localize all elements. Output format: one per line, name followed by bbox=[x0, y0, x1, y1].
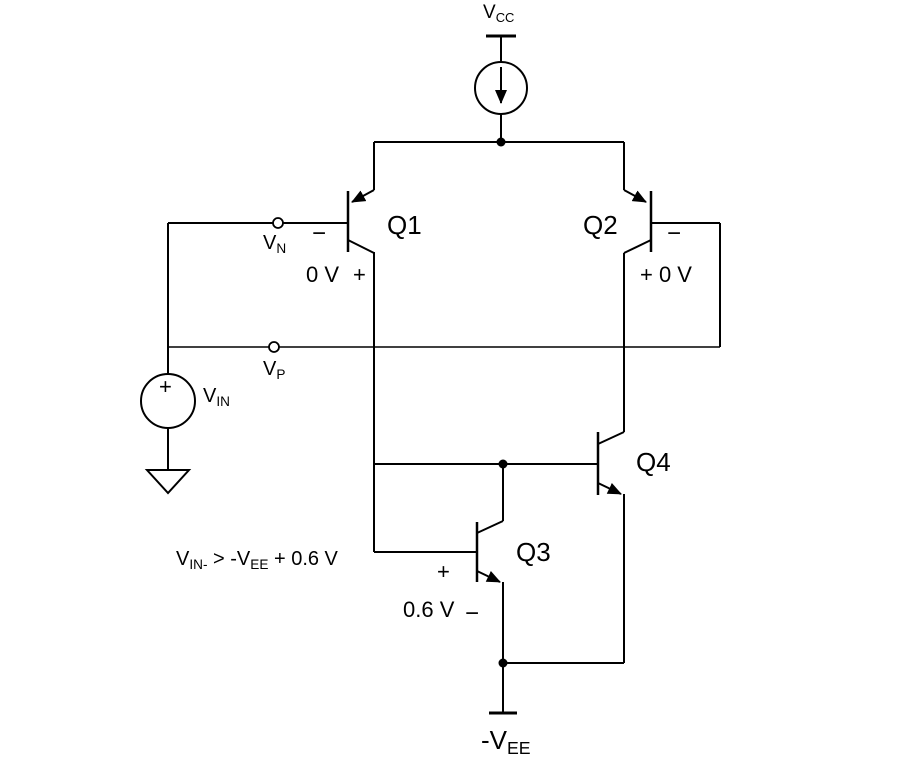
q3-emitter-arrow bbox=[476, 570, 501, 583]
label-vn: VN bbox=[263, 232, 287, 256]
q1-emitter-arrow bbox=[351, 189, 375, 203]
terminal-vp bbox=[268, 341, 280, 353]
label-q2: Q2 bbox=[583, 210, 618, 240]
label-condition-p3: + 0.6 V bbox=[268, 548, 338, 570]
label-condition: VIN- > -VEE + 0.6 V bbox=[176, 548, 338, 572]
label-q1-minus: − bbox=[312, 220, 327, 247]
q4-emitter-arrow bbox=[597, 482, 622, 495]
label-vn-main: V bbox=[263, 232, 277, 254]
label-vin-sub: IN bbox=[216, 393, 230, 409]
label-q2-minus: − bbox=[667, 220, 682, 247]
label-q3-plus: + bbox=[437, 559, 450, 584]
label-condition-s1: IN- bbox=[189, 556, 208, 572]
q2-collector-diagonal bbox=[623, 239, 652, 254]
label-vp-sub: P bbox=[276, 366, 286, 382]
label-vn-sub: N bbox=[276, 240, 287, 256]
label-vcc-sub: CC bbox=[495, 9, 515, 25]
label-vcc-main: V bbox=[483, 2, 496, 23]
label-q1-voltage: 0 V bbox=[306, 262, 340, 287]
label-vin: VIN bbox=[203, 385, 230, 409]
label-vcc: VCC bbox=[483, 2, 515, 25]
q3-collector-diagonal bbox=[476, 520, 504, 534]
label-q4: Q4 bbox=[636, 447, 671, 477]
ground-icon bbox=[144, 469, 192, 495]
junction-dot-top-rail bbox=[496, 137, 506, 147]
label-q2-voltage: + 0 V bbox=[640, 262, 692, 287]
label-vin-source-plus: + bbox=[159, 374, 172, 399]
label-vee: -VEE bbox=[481, 725, 531, 757]
label-q1-plus: + bbox=[353, 262, 366, 287]
terminal-vn bbox=[272, 217, 284, 229]
junction-dot-bottom-rail bbox=[498, 658, 508, 668]
q2-emitter-arrow bbox=[623, 189, 647, 203]
label-q3-voltage: 0.6 V bbox=[403, 597, 455, 622]
label-vin-main: V bbox=[203, 385, 217, 407]
label-vp-main: V bbox=[263, 358, 277, 380]
junction-dot-mirror-base bbox=[498, 459, 508, 469]
label-condition-p1: V bbox=[176, 548, 190, 570]
label-q1: Q1 bbox=[387, 210, 422, 240]
label-vp: VP bbox=[263, 358, 286, 382]
q1-collector-diagonal bbox=[347, 239, 375, 254]
label-condition-s2: EE bbox=[250, 556, 269, 572]
label-vee-main: -V bbox=[481, 725, 507, 755]
label-condition-p2: > -V bbox=[207, 548, 251, 570]
label-vee-sub: EE bbox=[507, 737, 531, 758]
q4-collector-diagonal bbox=[597, 431, 625, 445]
label-q3-minus: − bbox=[465, 600, 480, 627]
label-q3: Q3 bbox=[516, 537, 551, 567]
